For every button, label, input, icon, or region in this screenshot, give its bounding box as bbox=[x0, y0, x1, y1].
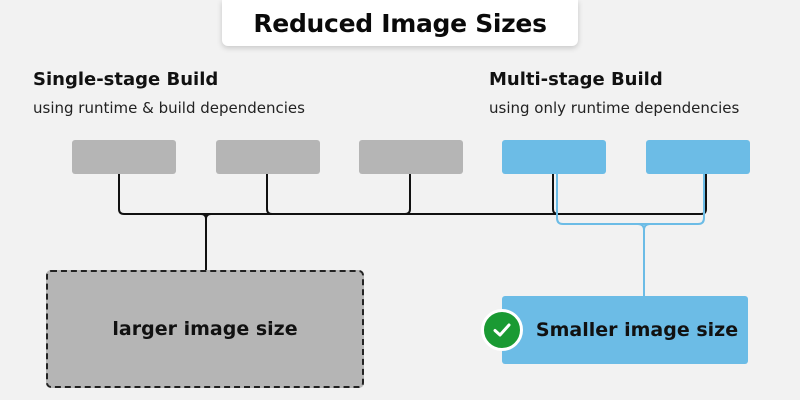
smaller-image-size-box: Smaller image size bbox=[502, 296, 748, 364]
multi-stage-connector bbox=[556, 174, 705, 225]
single-stage-heading: Single-stage Build bbox=[33, 69, 219, 90]
larger-image-size-box: larger image size bbox=[46, 270, 364, 388]
single-stage-subheading: using runtime & build dependencies bbox=[33, 99, 305, 117]
multi-stage-subheading: using only runtime dependencies bbox=[489, 99, 740, 117]
single-stage-dependency-box bbox=[216, 140, 320, 174]
single-stage-connector bbox=[404, 174, 411, 215]
smaller-image-size-label: Smaller image size bbox=[535, 319, 739, 341]
multi-stage-dependency-box bbox=[502, 140, 606, 174]
larger-image-size-label: larger image size bbox=[112, 318, 298, 340]
check-icon bbox=[481, 309, 523, 351]
title-card: Reduced Image Sizes bbox=[222, 0, 578, 46]
single-stage-dependency-box bbox=[72, 140, 176, 174]
single-stage-connector bbox=[266, 174, 273, 215]
multi-stage-heading: Multi-stage Build bbox=[489, 69, 663, 90]
single-stage-dependency-box bbox=[359, 140, 463, 174]
diagram-title: Reduced Image Sizes bbox=[253, 8, 547, 38]
single-stage-trunk bbox=[200, 213, 212, 270]
multi-stage-dependency-box bbox=[646, 140, 750, 174]
single-stage-connector bbox=[118, 174, 707, 215]
multi-stage-trunk bbox=[637, 223, 651, 296]
